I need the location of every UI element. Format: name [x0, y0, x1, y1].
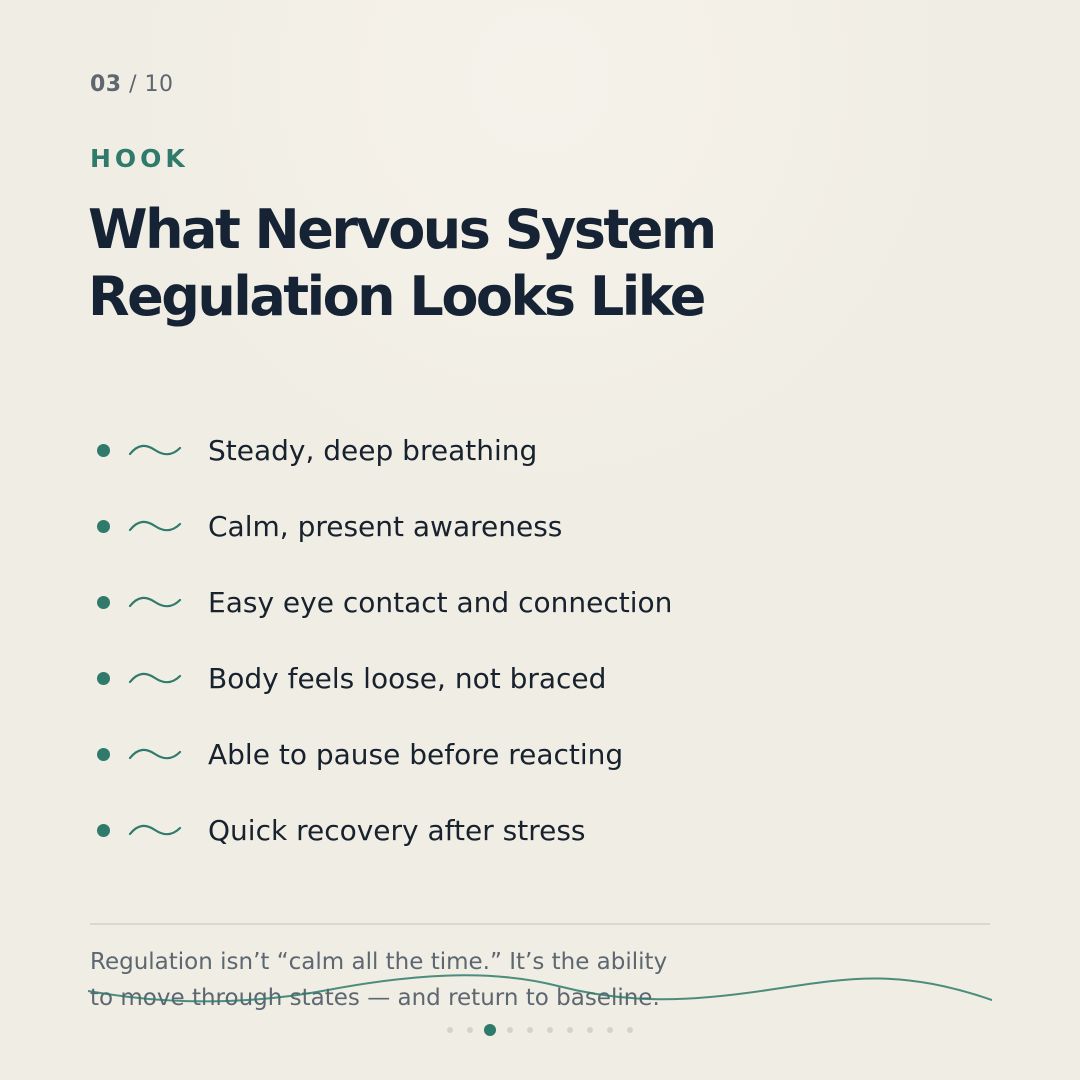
footer-divider: [90, 923, 990, 925]
eyebrow-label: HOOK: [90, 144, 189, 173]
page-dot[interactable]: [447, 1027, 453, 1033]
title-line-2: Regulation Looks Like: [88, 265, 706, 328]
slide-title: What Nervous System Regulation Looks Lik…: [88, 196, 848, 330]
list-item: Calm, present awareness: [90, 488, 672, 564]
wave-icon: [128, 748, 182, 760]
page-dot[interactable]: [507, 1027, 513, 1033]
list-item-label: Quick recovery after stress: [208, 813, 586, 847]
wave-icon: [128, 444, 182, 456]
title-line-1: What Nervous System: [88, 198, 717, 261]
list-item: Steady, deep breathing: [90, 412, 672, 488]
signs-list: Steady, deep breathing Calm, present awa…: [90, 412, 672, 868]
bullet-dot: [97, 823, 110, 837]
list-item-label: Steady, deep breathing: [208, 433, 538, 467]
bullet-dot: [97, 595, 110, 609]
page-dot[interactable]: [587, 1027, 593, 1033]
footer-note: Regulation isn’t “calm all the time.” It…: [90, 944, 730, 1016]
slide-counter: 03 / 10: [90, 72, 174, 97]
page-dot[interactable]: [467, 1027, 473, 1033]
list-item-label: Body feels loose, not braced: [208, 661, 607, 695]
page-dot[interactable]: [527, 1027, 533, 1033]
wave-icon: [128, 596, 182, 608]
list-item-label: Calm, present awareness: [208, 509, 563, 543]
decorative-wave-line: [88, 974, 992, 1003]
counter-current: 03: [90, 72, 122, 97]
wave-icon: [128, 672, 182, 684]
pagination-dots: [0, 1022, 1080, 1038]
wave-icon: [128, 520, 182, 532]
list-item: Quick recovery after stress: [90, 792, 672, 868]
bullet-dot: [97, 519, 110, 533]
bullet-dot: [97, 747, 110, 761]
list-item: Body feels loose, not braced: [90, 640, 672, 716]
list-item: Able to pause before reacting: [90, 716, 672, 792]
footer-line-1: Regulation isn’t “calm all the time.” It…: [90, 949, 668, 975]
bullet-dot: [97, 443, 110, 457]
list-item: Easy eye contact and connection: [90, 564, 672, 640]
counter-separator: /: [129, 72, 138, 97]
bullet-dot: [97, 671, 110, 685]
page-dot[interactable]: [567, 1027, 573, 1033]
wave-icon: [128, 824, 182, 836]
list-item-label: Easy eye contact and connection: [208, 585, 673, 619]
page-dot[interactable]: [547, 1027, 553, 1033]
footer-line-2: to move through states — and return to b…: [90, 985, 660, 1011]
page-dot-active[interactable]: [484, 1024, 496, 1036]
page-dot[interactable]: [627, 1027, 633, 1033]
counter-total: 10: [144, 72, 174, 97]
list-item-label: Able to pause before reacting: [208, 737, 624, 771]
page-dot[interactable]: [607, 1027, 613, 1033]
